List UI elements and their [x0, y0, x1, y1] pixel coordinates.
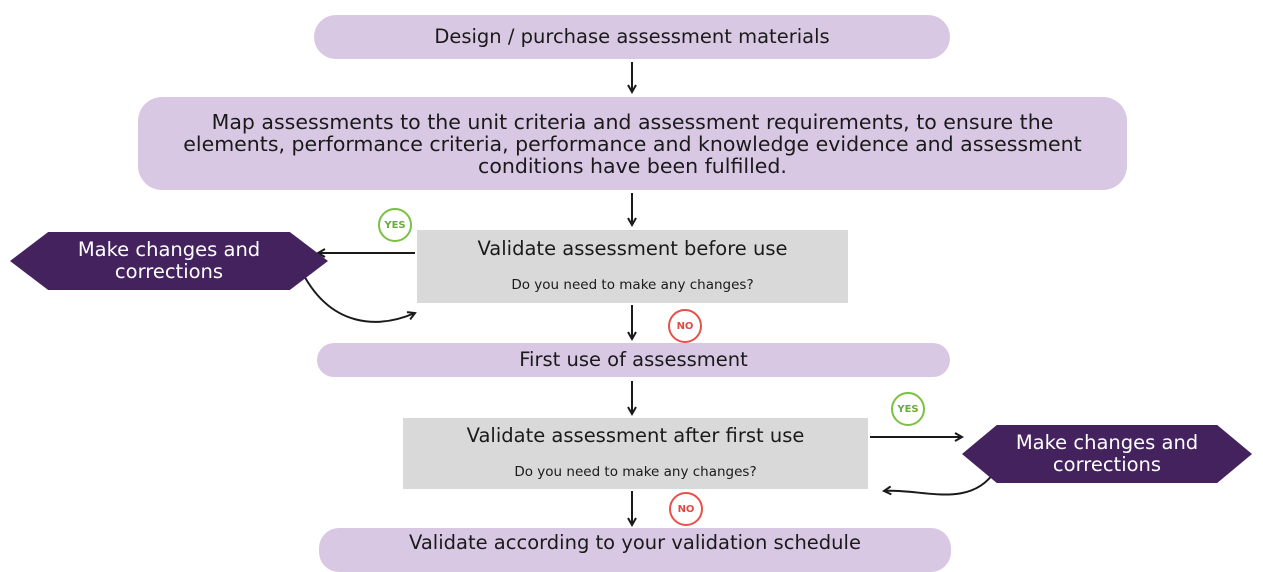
decision-validate-after-title: Validate assessment after first use: [466, 423, 805, 447]
decision-validate-before-use: Validate assessment before use Do you ne…: [417, 230, 848, 303]
yes-badge-after: YES: [891, 392, 925, 426]
no-badge-before: NO: [668, 309, 702, 343]
arrow-changes-right-return: [884, 470, 996, 496]
step-first-use-label: First use of assessment: [519, 348, 748, 371]
step-validation-schedule: Validate according to your validation sc…: [319, 528, 951, 572]
changes-right-label: Make changes and corrections: [1015, 431, 1199, 476]
step-map-assessments-label: Map assessments to the unit criteria and…: [183, 109, 1082, 178]
decision-validate-before-question: Do you need to make any changes?: [511, 276, 754, 293]
decision-validate-before-title: Validate assessment before use: [477, 236, 788, 260]
yes-badge-before: YES: [378, 208, 412, 242]
decision-validate-after-first-use: Validate assessment after first use Do y…: [403, 418, 868, 489]
step-first-use: First use of assessment: [317, 343, 950, 377]
changes-right-hexagon: Make changes and corrections: [962, 425, 1252, 483]
no-badge-after: NO: [669, 492, 703, 526]
step-validation-schedule-label: Validate according to your validation sc…: [409, 531, 861, 554]
step-map-assessments: Map assessments to the unit criteria and…: [138, 97, 1127, 190]
step-design-purchase: Design / purchase assessment materials: [314, 15, 950, 59]
changes-left-hexagon: Make changes and corrections: [10, 232, 328, 290]
changes-left-label: Make changes and corrections: [77, 238, 261, 283]
arrow-changes-left-return: [299, 267, 415, 323]
step-design-purchase-label: Design / purchase assessment materials: [434, 25, 830, 48]
decision-validate-after-question: Do you need to make any changes?: [514, 463, 757, 480]
connector-layer: [299, 62, 996, 560]
